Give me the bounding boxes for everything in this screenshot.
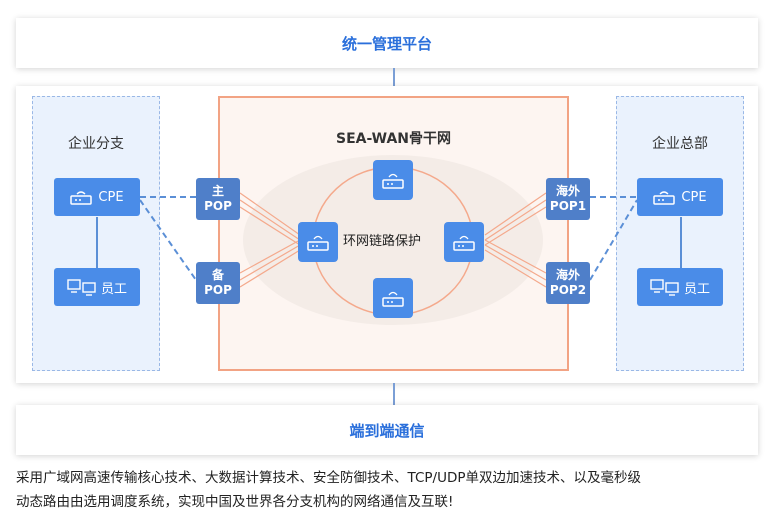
right-staff-node: 员工 bbox=[637, 268, 723, 306]
ring-router-left bbox=[298, 222, 338, 262]
caption-line1: 采用广域网高速传输核心技术、大数据计算技术、安全防御技术、TCP/UDP单双边加… bbox=[16, 470, 641, 486]
caption: 采用广域网高速传输核心技术、大数据计算技术、安全防御技术、TCP/UDP单双边加… bbox=[16, 466, 761, 514]
right-branch-title: 企业总部 bbox=[652, 136, 708, 152]
world-map-blob bbox=[243, 155, 543, 325]
router-icon bbox=[382, 291, 404, 307]
ring-router-top bbox=[373, 160, 413, 200]
pop-line2: POP2 bbox=[549, 283, 587, 297]
pop-line1: 备 bbox=[211, 268, 224, 282]
computers-icon bbox=[650, 279, 679, 296]
left-branch-title: 企业分支 bbox=[68, 136, 124, 152]
router-icon bbox=[382, 173, 404, 189]
top-bar-label: 统一管理平台 bbox=[341, 34, 432, 53]
ring-protection-label: 环网链路保护 bbox=[343, 234, 422, 249]
dashed-links bbox=[139, 196, 638, 281]
left-staff-node: 员工 bbox=[54, 268, 140, 306]
pop-line1: 海外 bbox=[555, 268, 580, 282]
caption-line2: 动态路由由选用调度系统，实现中国及世界各分支机构的网络通信及互联! bbox=[16, 494, 454, 510]
pop-line2: POP bbox=[204, 199, 232, 213]
router-icon bbox=[453, 235, 475, 251]
backbone-title: SEA-WAN骨干网 bbox=[335, 131, 452, 147]
connector-line-bottom bbox=[393, 383, 395, 405]
pop-line1: 主 bbox=[211, 184, 224, 198]
ring-router-right bbox=[444, 222, 484, 262]
pop-line2: POP bbox=[204, 283, 232, 297]
unified-management-platform-bar: 统一管理平台 bbox=[16, 18, 758, 68]
pop-line2: POP1 bbox=[549, 199, 587, 213]
left-cpe-label: CPE bbox=[98, 189, 124, 205]
left-staff-label: 员工 bbox=[100, 281, 127, 297]
right-staff-label: 员工 bbox=[683, 281, 710, 297]
right-pop-links bbox=[484, 192, 547, 288]
ring-router-bottom bbox=[373, 278, 413, 318]
bottom-bar-label: 端到端通信 bbox=[349, 421, 425, 440]
right-cpe-node: CPE bbox=[637, 178, 723, 216]
computers-icon bbox=[67, 279, 96, 296]
left-pop-links bbox=[239, 192, 301, 288]
router-icon bbox=[70, 191, 93, 205]
pop-line1: 海外 bbox=[555, 184, 580, 198]
left-cpe-node: CPE bbox=[54, 178, 140, 216]
router-icon bbox=[653, 191, 676, 205]
end-to-end-bar: 端到端通信 bbox=[16, 405, 758, 455]
router-icon bbox=[307, 235, 329, 251]
right-cpe-label: CPE bbox=[681, 189, 707, 205]
connector-line-top bbox=[393, 68, 395, 86]
left-branch-box: 企业分支 bbox=[32, 96, 160, 371]
